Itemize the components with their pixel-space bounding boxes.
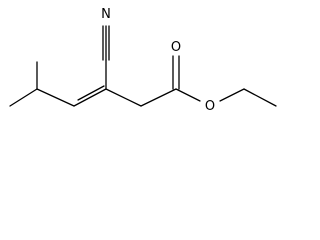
bond-ester-oxygen-to-ethyl <box>219 88 245 102</box>
bond-carbonyl-to-ester-oxygen <box>175 88 201 102</box>
bond-methyl-lower <box>9 88 38 107</box>
bond-alkene-inner <box>77 85 105 101</box>
nitrogen-label: N <box>101 7 111 22</box>
carbonyl-oxygen-label: O <box>171 40 181 55</box>
structural-formula: N O O <box>9 7 277 114</box>
bond-to-methylene <box>105 88 142 107</box>
bond-alkene <box>73 88 107 107</box>
bond-isopropyl-to-alkene <box>36 88 75 107</box>
bond-methylene-to-carbonyl <box>140 88 177 107</box>
bond-ethyl <box>243 88 277 107</box>
ester-oxygen-label: O <box>205 99 215 114</box>
